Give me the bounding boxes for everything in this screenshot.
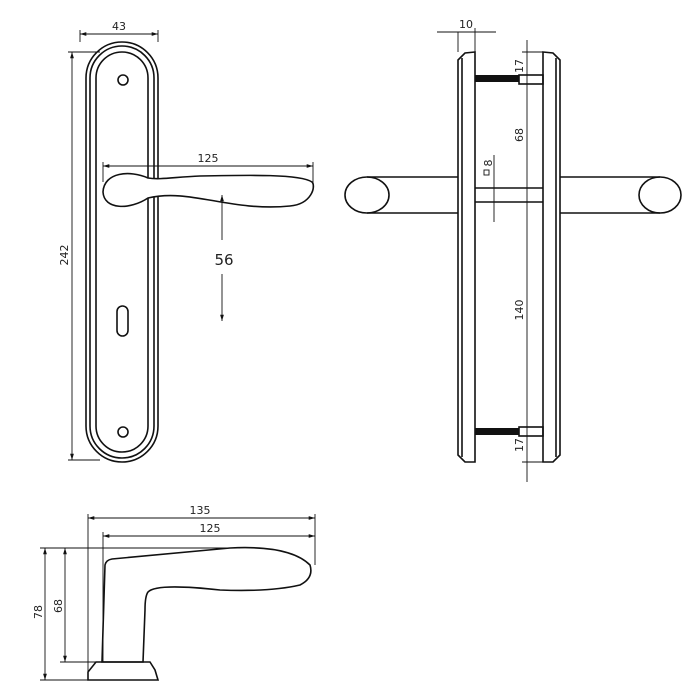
lever-handle <box>102 172 315 208</box>
side-view: 17 68 140 17 10 8 <box>344 18 682 482</box>
screw-icon <box>117 74 129 86</box>
keyhole <box>116 305 129 337</box>
dim-upper-spacing: 68 <box>513 128 526 142</box>
screw-icon <box>117 426 129 438</box>
dim-bottom-offset: 17 <box>513 438 526 452</box>
dim-height: 242 <box>58 245 71 266</box>
dim-plate-thickness: 10 <box>459 18 473 31</box>
dim-spindle: 8 <box>482 160 495 167</box>
lever-end-left <box>344 176 390 214</box>
screw-bolt-top <box>475 75 519 82</box>
dim-lever-length-side: 125 <box>200 522 221 535</box>
backplate-ring <box>89 45 155 459</box>
backplate-inner <box>95 51 149 453</box>
dim-total-height: 78 <box>32 605 45 619</box>
dim-lever-height: 68 <box>52 599 65 613</box>
dim-lower-spacing: 140 <box>513 300 526 321</box>
dim-distance: 56 <box>214 251 233 269</box>
backplate-outer <box>85 41 159 463</box>
lever-profile <box>101 546 312 663</box>
dim-total-length: 135 <box>190 504 211 517</box>
dim-lever-length: 125 <box>198 152 219 165</box>
plate-left <box>457 51 476 463</box>
plate-right <box>542 51 561 463</box>
screw-bolt-bottom <box>475 428 519 435</box>
lever-profile-view: 135 125 78 68 <box>32 504 316 681</box>
dim-top-offset: 17 <box>513 59 526 73</box>
square-icon <box>483 169 490 176</box>
dim-width: 43 <box>112 20 126 33</box>
rose-base <box>87 661 160 681</box>
front-view: 43 242 125 56 <box>58 20 315 463</box>
lever-end-right <box>638 176 682 214</box>
